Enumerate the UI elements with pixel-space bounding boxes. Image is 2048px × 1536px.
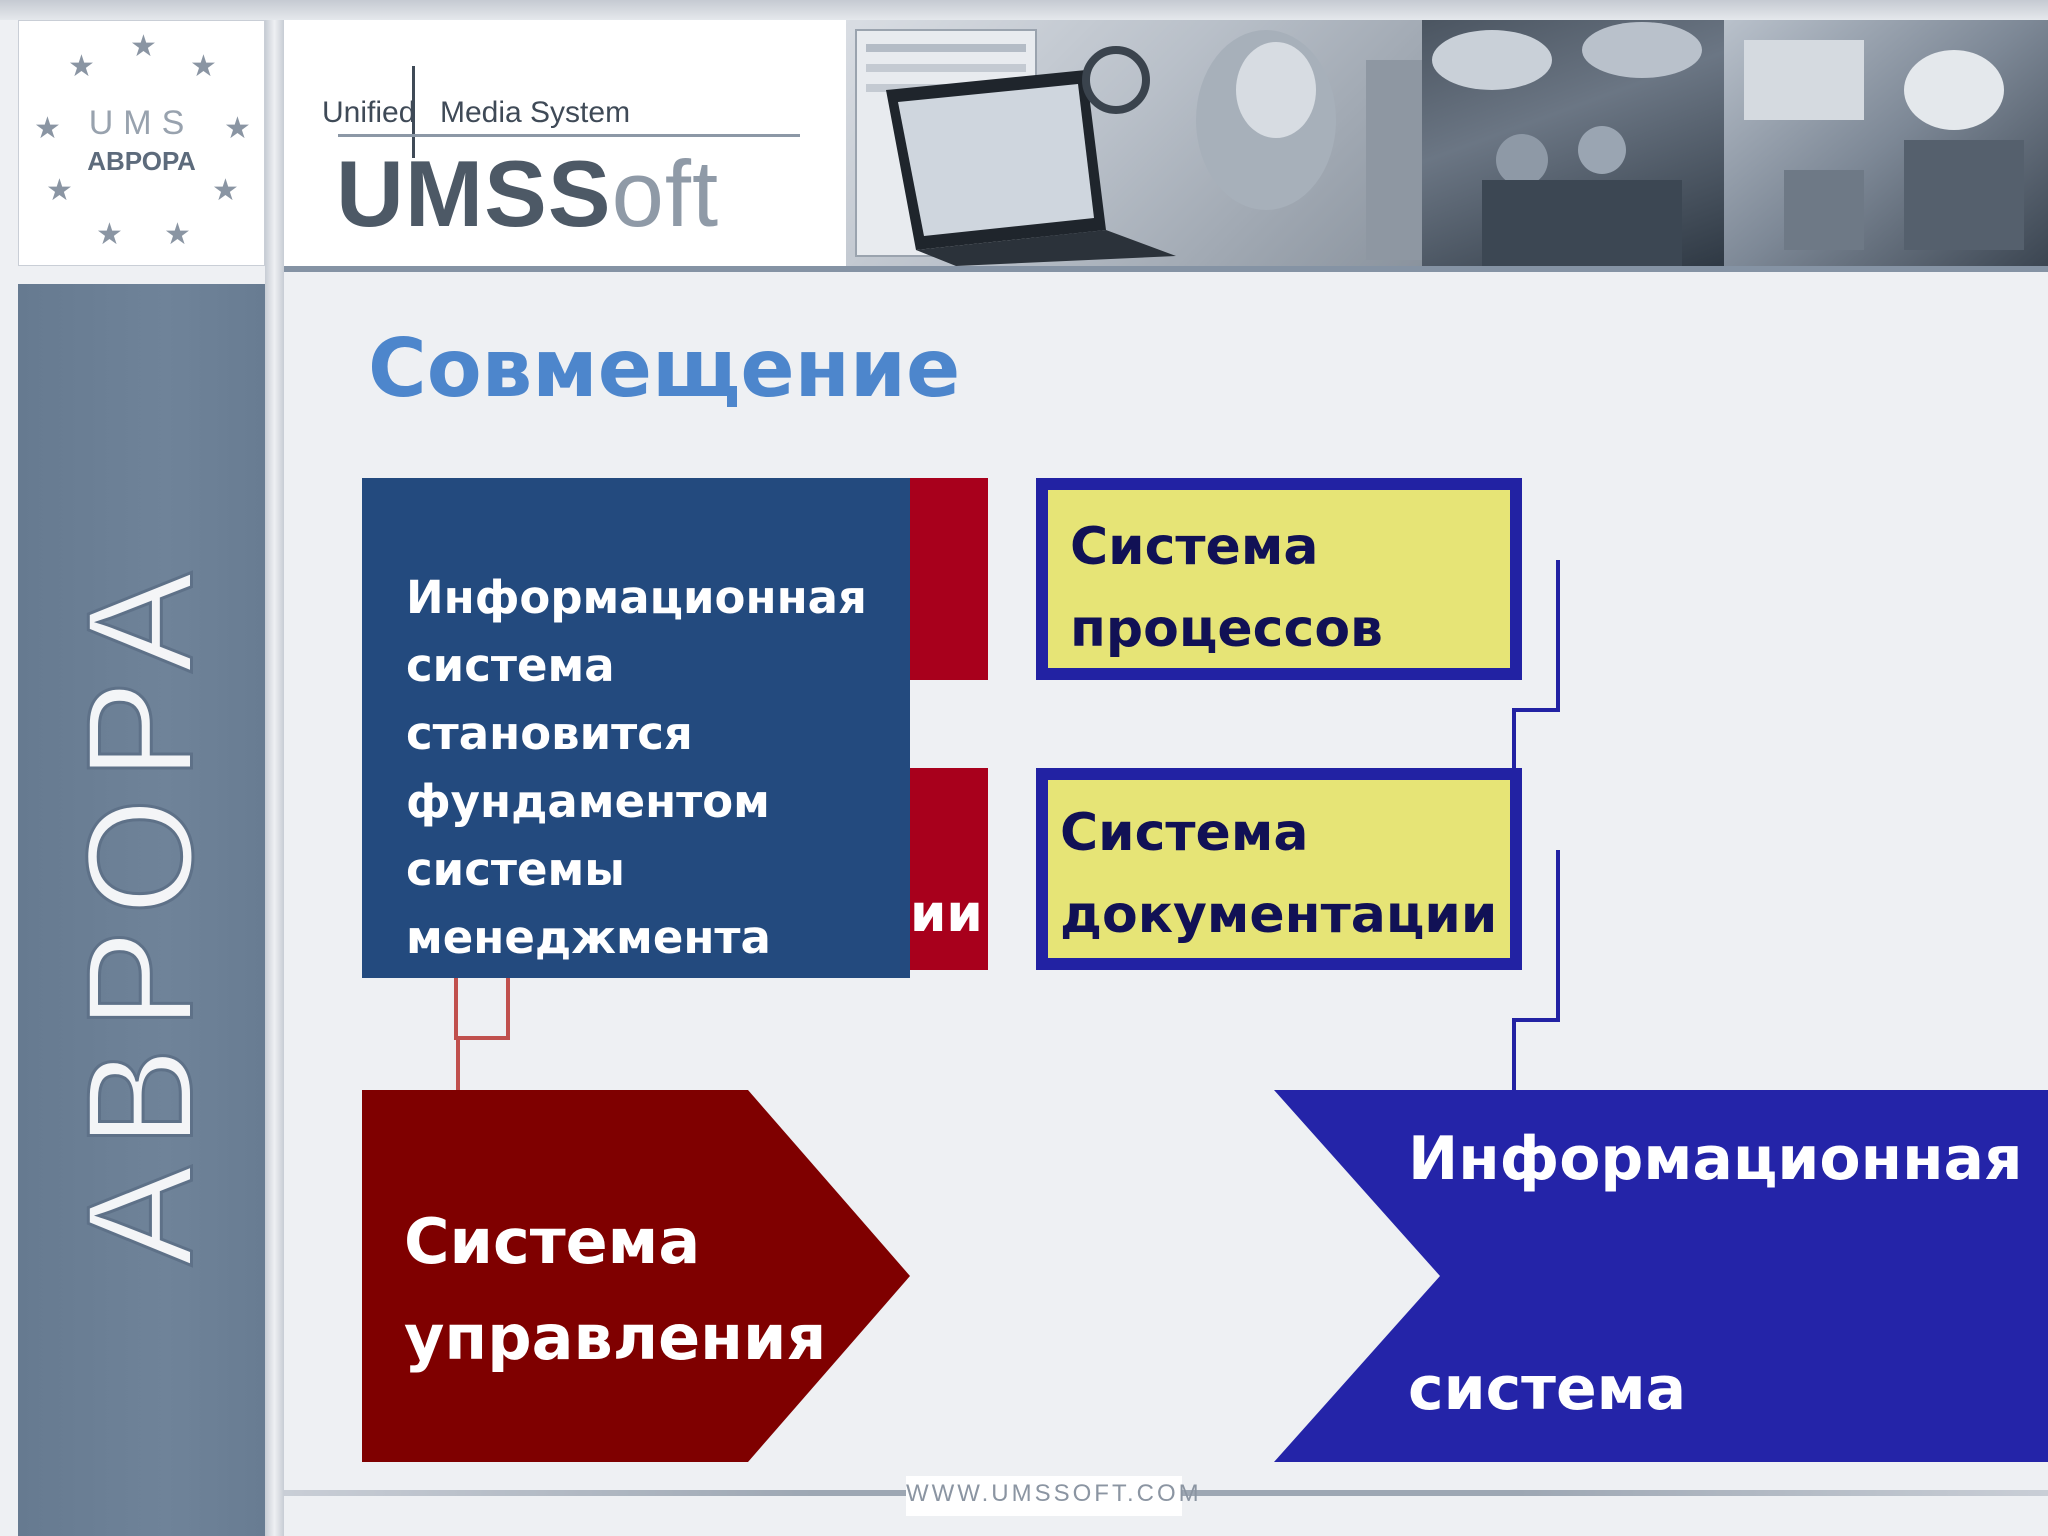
information-system-line: Информационная [1408,1124,2023,1194]
connector-red-vertical [454,978,458,1040]
logo-soft-text: oft [611,141,720,246]
documentation-system-text: Система документации [1060,792,1497,956]
callout-box [362,478,910,978]
connector-blue-upper-right [1556,560,1560,710]
side-band [18,284,265,1536]
logo-divider-vertical [412,66,415,158]
callout-line: менеджмента [406,911,771,964]
laboratory-illustration [1744,40,2024,250]
information-arrow-shape [1274,1090,2048,1462]
avrora-logo-text: АВРОРА [87,146,196,176]
header-photo-surgery [1422,20,1724,266]
callout-text: Информационная система становится фундам… [406,564,906,972]
logo-divider-horizontal [338,134,800,137]
documentation-system-box [1036,768,1522,970]
red-box-middle-visible-text: ии [910,884,983,944]
red-box-middle [910,768,988,970]
header-bottom-rule [284,266,2048,272]
documentation-system-line: Система [1060,803,1309,863]
information-system-arrow [1274,1090,2048,1462]
logo-main-text: UMSS [336,141,612,246]
footer-url: WWW.UMSSOFT.COM [906,1480,1202,1507]
information-system-line: система [1408,1354,1687,1424]
logo-subtitle-left: Unified [322,96,416,129]
surgery-illustration [1432,22,1702,266]
callout-line: системы [406,843,625,896]
footer-label-background [906,1476,1182,1516]
side-vertical-word: АВРОРА [54,553,225,1268]
star-icon: ★ [46,173,73,208]
connector-red-upper [506,978,510,1040]
connector-red-lower [456,1036,460,1090]
star-icon: ★ [130,29,157,64]
management-system-arrow [362,1090,910,1462]
process-system-line: процессов [1070,599,1383,659]
star-icon: ★ [212,173,239,208]
process-system-text: Система процессов [1070,506,1383,670]
management-system-line: Система [404,1205,701,1278]
connector-blue-upper-horizontal [1512,708,1560,712]
callout-line: система становится [406,639,693,760]
process-system-box [1036,478,1522,680]
callout-line: фундаментом [406,775,770,828]
documentation-system-line: документации [1060,885,1498,945]
umssoft-logo: UMSSoft [336,140,719,248]
side-word-container: АВРОРА [40,510,240,1310]
logo-panel [18,20,265,266]
laptop-illustration [855,29,1422,266]
star-icon: ★ [190,49,217,84]
left-frame-rule [265,20,284,1536]
process-system-line: Система [1070,517,1319,577]
management-system-line: управления [404,1301,827,1374]
management-system-text: Система управления [404,1194,826,1386]
connector-blue-lower-down [1512,1018,1516,1090]
ums-logo-text: UMS [88,104,195,142]
callout-line: Информационная [406,571,867,624]
red-box-top [910,478,988,680]
star-icon: ★ [68,49,95,84]
logo-subtitle-right: Media System [440,96,631,129]
top-frame-rule [0,0,2048,20]
connector-blue-upper-down [1512,708,1516,768]
star-icon: ★ [96,217,123,252]
slide-title: Совмещение [368,322,961,415]
management-arrow-shape [362,1090,910,1462]
connector-blue-lower-horizontal [1512,1018,1560,1022]
star-icon: ★ [164,217,191,252]
connector-red-horizontal [456,1036,510,1040]
star-icon: ★ [34,111,61,146]
star-icon: ★ [224,111,251,146]
connector-blue-lower-right [1556,850,1560,1022]
header-photo-laboratory [1724,20,2048,266]
header-photo-doctor-laptop [846,20,1422,266]
